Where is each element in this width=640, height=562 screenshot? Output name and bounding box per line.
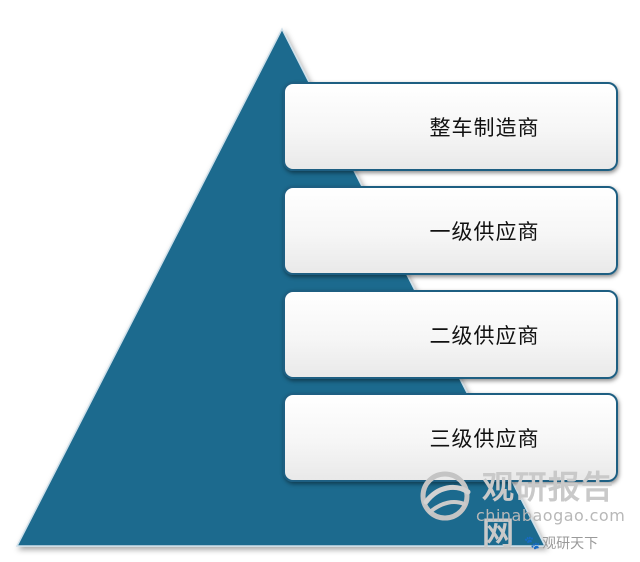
tier-label: 三级供应商 bbox=[429, 426, 540, 451]
watermark-brand: 观研报告网 bbox=[482, 468, 615, 552]
tier-box-oem: 整车制造商 bbox=[283, 82, 618, 171]
paw-icon: 🐾 bbox=[524, 535, 541, 551]
tier-label: 一级供应商 bbox=[429, 219, 540, 244]
tier-label: 整车制造商 bbox=[429, 115, 540, 140]
tier-box-tier2-supplier: 二级供应商 bbox=[283, 290, 618, 379]
tier-label: 二级供应商 bbox=[429, 323, 540, 348]
source-credit: 🐾 观研天下 bbox=[524, 533, 598, 553]
tier-box-tier3-supplier: 三级供应商 bbox=[283, 393, 618, 482]
tier-box-tier1-supplier: 一级供应商 bbox=[283, 186, 618, 275]
watermark-url: chinabaogao.com bbox=[476, 506, 626, 525]
globe-swirl-icon bbox=[420, 471, 471, 521]
credit-text: 观研天下 bbox=[542, 536, 599, 552]
